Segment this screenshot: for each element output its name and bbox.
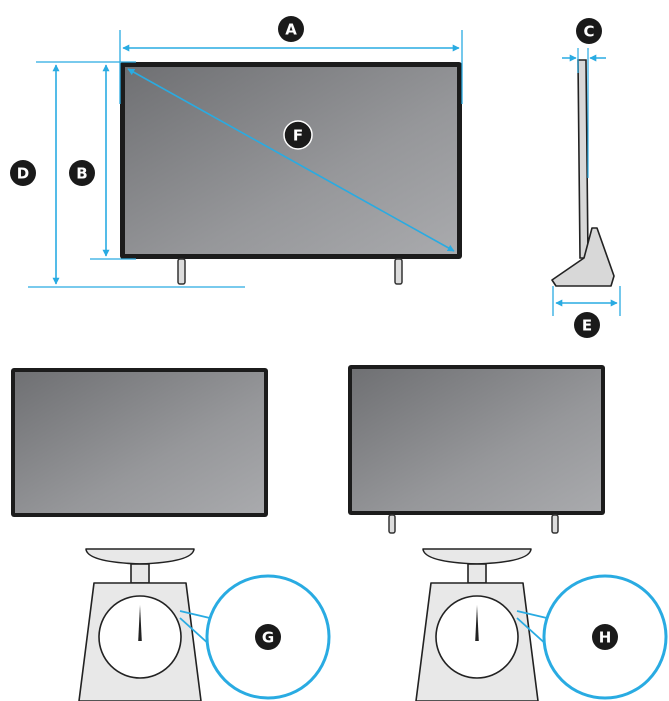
tv-without-stand-screen (15, 372, 264, 513)
dimension-stand-depth (552, 286, 621, 316)
side-tv-panel (577, 59, 589, 259)
front-tv (120, 62, 462, 285)
svg-text:F: F (293, 127, 303, 145)
tv-with-stand (348, 365, 605, 534)
label-badge-d: D (10, 160, 36, 186)
tv-with-stand-left-foot (388, 514, 396, 534)
svg-text:B: B (76, 165, 87, 183)
front-tv-left-foot (177, 258, 186, 285)
svg-text:H: H (599, 629, 612, 647)
label-badge-g: G (255, 624, 281, 650)
label-badge-a: A (278, 16, 304, 42)
dimension-total-height (28, 61, 245, 288)
tv-without-stand (11, 368, 268, 517)
dimension-width (119, 30, 463, 104)
svg-text:C: C (583, 23, 594, 41)
tv-with-stand-screen (352, 369, 601, 511)
weighing-scale-icon (78, 548, 202, 701)
label-badge-f: F (283, 120, 313, 150)
svg-text:E: E (582, 317, 592, 335)
svg-text:A: A (285, 21, 297, 39)
diagonal-arrow (127, 68, 455, 252)
svg-text:D: D (17, 165, 29, 183)
magnifier-callout-g (179, 574, 331, 700)
label-badge-e: E (574, 312, 600, 338)
weighing-scale-icon (415, 548, 539, 701)
tv-with-stand-right-foot (551, 514, 559, 534)
dimension-depth (562, 48, 606, 178)
label-badge-b: B (69, 160, 95, 186)
label-badge-h: H (592, 624, 618, 650)
svg-text:G: G (262, 629, 274, 647)
front-tv-right-foot (394, 258, 403, 285)
side-tv-stand (551, 227, 615, 287)
dimension-screen-height (90, 61, 136, 260)
side-tv (551, 59, 615, 287)
label-badge-c: C (576, 18, 602, 44)
magnifier-callout-h (516, 574, 668, 700)
